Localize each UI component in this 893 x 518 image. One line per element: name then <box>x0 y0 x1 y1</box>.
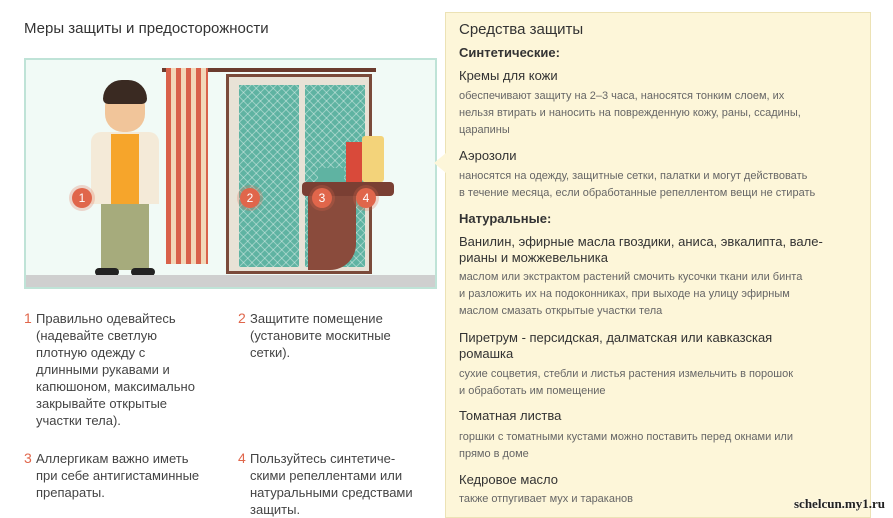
item-desc: также отпугивает мух и тараканов <box>459 493 634 505</box>
window-pane-left <box>239 85 299 267</box>
shoe-left <box>95 268 119 276</box>
floor <box>26 275 435 287</box>
synthetic-label: Синтетические: <box>459 45 560 60</box>
shirt <box>111 134 139 204</box>
tips: 1 Правильно одевайтесь (надевайте светлу… <box>24 310 437 518</box>
box <box>318 168 344 182</box>
tip-number: 1 <box>24 310 32 326</box>
tip-number: 2 <box>238 310 246 326</box>
hair <box>103 80 147 104</box>
item-desc: горшки с томатными кустами можно постави… <box>459 431 793 460</box>
tip-number: 4 <box>238 450 246 466</box>
item-desc: маслом или экстрактом растений смочить к… <box>459 271 803 317</box>
item-desc: сухие соцветия, стебли и листья растения… <box>459 368 794 397</box>
tip-1: 1 Правильно одевайтесь (надевайте светлу… <box>24 310 195 429</box>
tip-4: 4 Пользуйтесь синтетиче- скими репеллент… <box>238 450 413 518</box>
pants <box>101 204 149 270</box>
tip-text: Защитите помещение (установите москитные… <box>250 311 391 360</box>
tip-text: Пользуйтесь синтетиче- скими репеллентам… <box>250 451 413 517</box>
person-figure <box>81 80 171 276</box>
watermark: schelcun.my1.ru <box>794 496 885 511</box>
tip-2: 2 Защитите помещение (установите москитн… <box>238 310 391 361</box>
marker-1: 1 <box>72 188 92 208</box>
item-name: Ванилин, эфирные масла гвоздики, аниса, … <box>459 234 823 265</box>
tip-3: 3 Аллергикам важно иметь при себе антиги… <box>24 450 199 501</box>
protection-panel: Средства защиты Синтетические: Кремы для… <box>434 12 871 518</box>
jar-red <box>346 142 362 182</box>
jar-yellow <box>362 136 384 182</box>
item-name: Пиретрум - персидская, далматская или ка… <box>459 330 773 361</box>
item-name: Томатная листва <box>459 408 562 423</box>
shoe-right <box>131 268 155 276</box>
item-name: Аэрозоли <box>459 148 517 163</box>
panel-title: Средства защиты <box>459 21 584 38</box>
left-section-title: Меры защиты и предосторожности <box>24 20 269 37</box>
natural-label: Натуральные: <box>459 211 552 226</box>
curtain <box>166 68 208 264</box>
illustration: 1 2 3 4 <box>24 58 437 289</box>
item-desc: наносятся на одежду, защитные сетки, пал… <box>459 170 816 199</box>
curtain-rod <box>162 68 376 72</box>
item-name: Кремы для кожи <box>459 68 558 83</box>
tip-text: Аллергикам важно иметь при себе антигист… <box>36 451 200 500</box>
tip-number: 3 <box>24 450 32 466</box>
marker-4: 4 <box>356 188 376 208</box>
item-name: Кедровое масло <box>459 472 559 487</box>
table-leg <box>308 196 356 270</box>
item-desc: обеспечивают защиту на 2–3 часа, наносят… <box>459 90 801 136</box>
marker-3: 3 <box>312 188 332 208</box>
marker-2: 2 <box>240 188 260 208</box>
tip-text: Правильно одевайтесь (надевайте светлую … <box>36 311 195 428</box>
